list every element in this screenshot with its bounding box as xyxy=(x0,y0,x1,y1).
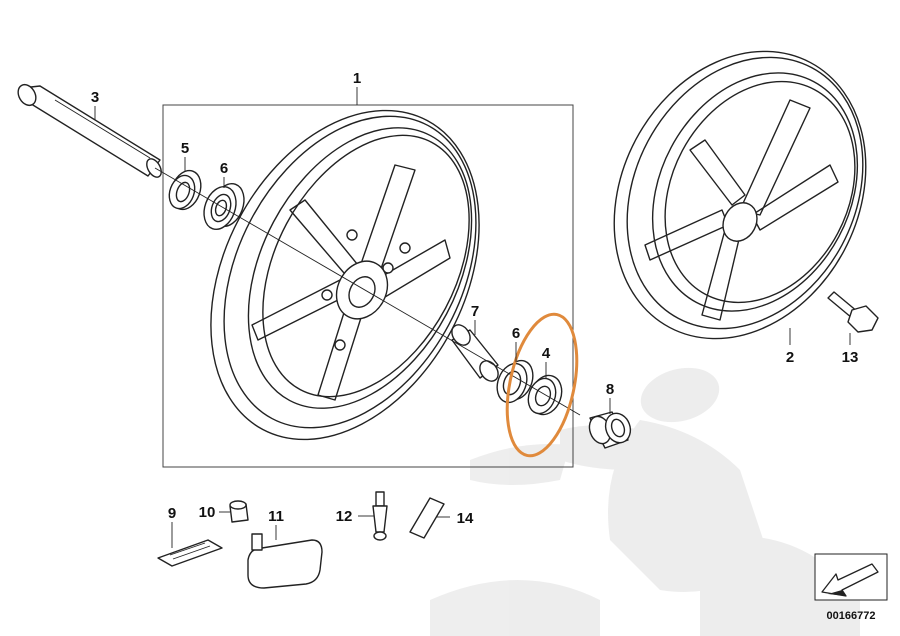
callouts: 1 2 3 4 5 6 6 7 8 9 10 11 12 13 14 xyxy=(91,70,859,527)
mechanic-watermark xyxy=(430,367,860,636)
direction-box xyxy=(814,553,888,601)
part-11-cover[interactable] xyxy=(247,533,323,589)
callout-6-upper[interactable]: 6 xyxy=(220,160,228,177)
part-1-wheel[interactable] xyxy=(157,64,533,486)
callout-1[interactable]: 1 xyxy=(353,70,361,87)
part-13-bolt[interactable] xyxy=(827,291,879,333)
callout-8[interactable]: 8 xyxy=(606,381,614,398)
callout-3[interactable]: 3 xyxy=(91,89,99,106)
part-8-bush[interactable] xyxy=(586,410,635,449)
part-12-valve[interactable] xyxy=(372,491,388,541)
callout-6-lower[interactable]: 6 xyxy=(512,325,520,342)
part-9-label[interactable] xyxy=(157,539,223,567)
part-14-weight[interactable] xyxy=(409,497,445,539)
callout-14[interactable]: 14 xyxy=(457,510,474,527)
leader-lines xyxy=(94,87,851,548)
callout-13[interactable]: 13 xyxy=(842,349,859,366)
callout-2[interactable]: 2 xyxy=(786,349,794,366)
callout-5[interactable]: 5 xyxy=(181,140,189,157)
callout-7[interactable]: 7 xyxy=(471,303,479,320)
part-2-wheel[interactable] xyxy=(565,7,900,383)
callout-10[interactable]: 10 xyxy=(199,504,216,521)
callout-4[interactable]: 4 xyxy=(542,345,551,362)
highlight-ring xyxy=(505,312,579,458)
callout-12[interactable]: 12 xyxy=(336,508,353,525)
part-10-nut[interactable] xyxy=(229,500,249,523)
callout-9[interactable]: 9 xyxy=(168,505,176,522)
part-3-axle[interactable] xyxy=(15,81,165,179)
callout-11[interactable]: 11 xyxy=(268,508,284,525)
diagram-number: 00166772 xyxy=(827,610,876,622)
part-5-spacer[interactable] xyxy=(165,166,206,213)
assembly-frame xyxy=(162,104,574,468)
